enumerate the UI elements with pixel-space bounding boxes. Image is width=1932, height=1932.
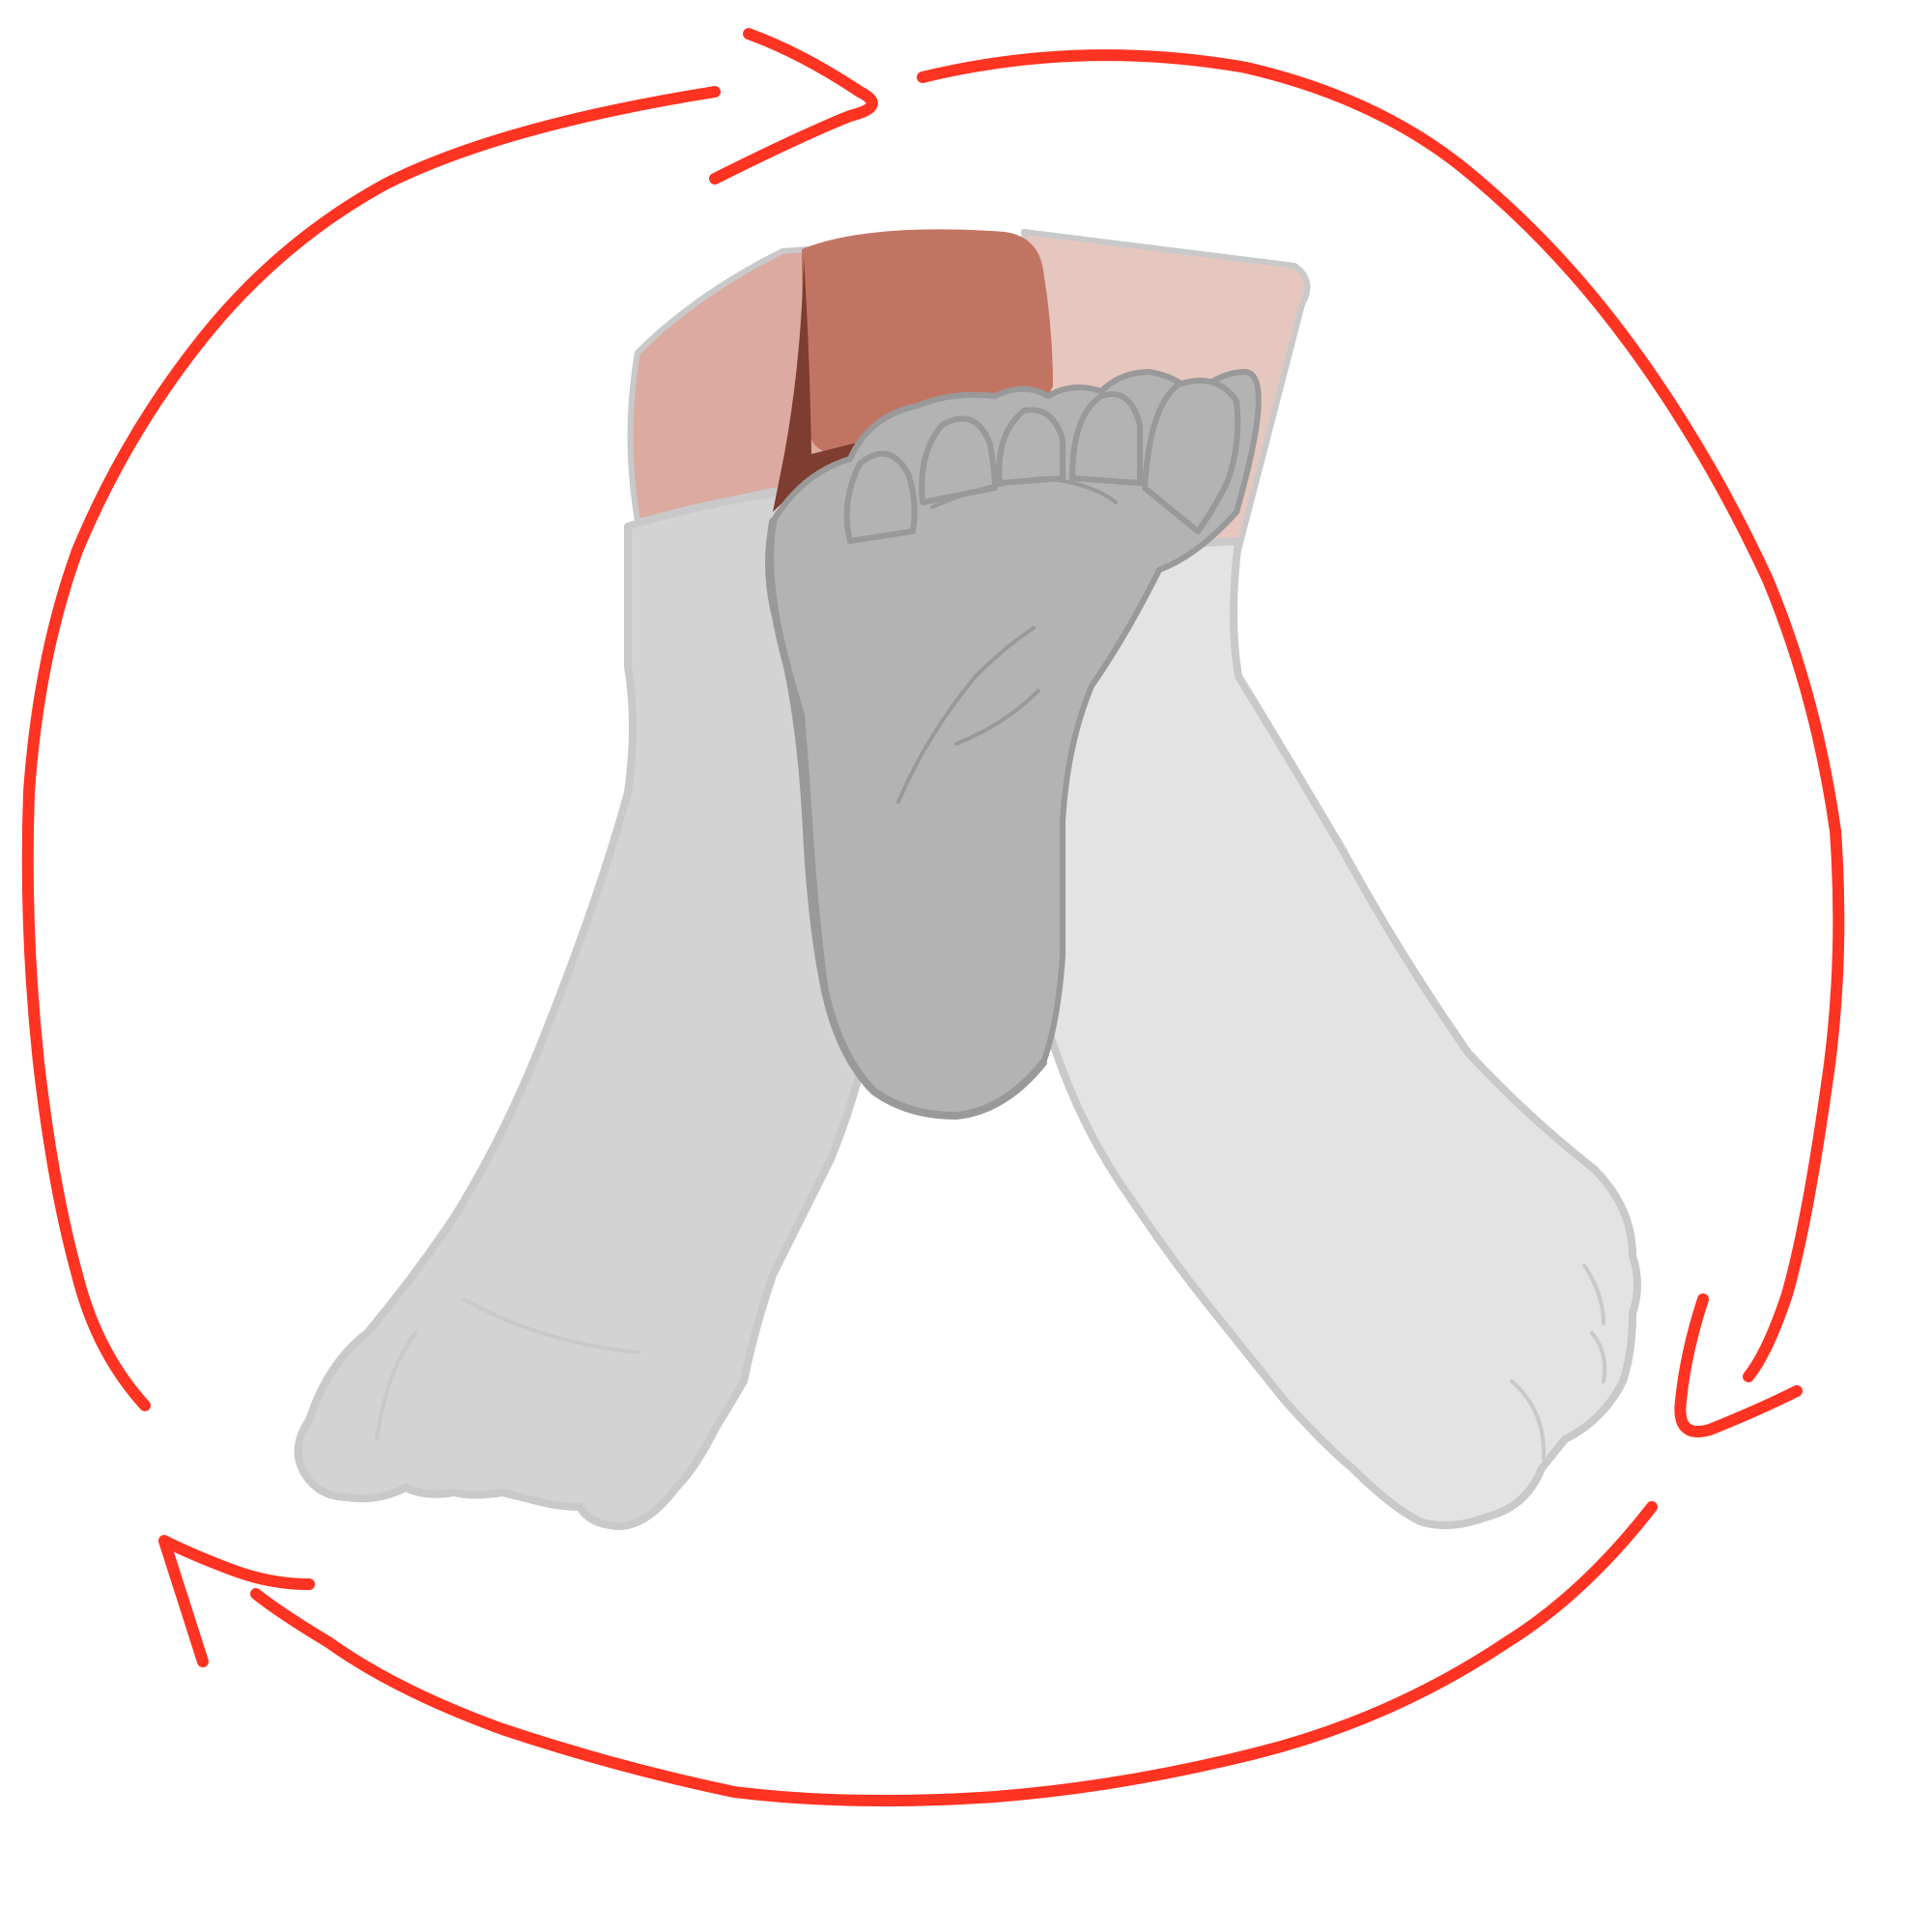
right-foot-toe-line-2 <box>1582 1264 1605 1325</box>
sole-foot-body <box>765 369 1262 1119</box>
arrowhead-bottom <box>158 1535 315 1667</box>
arrow-bottom <box>250 1501 1658 1806</box>
cycle-arrows <box>21 28 1845 1806</box>
sole-foot <box>765 369 1262 1120</box>
sole-line-2 <box>954 689 1040 746</box>
left-foot-toe-line-1 <box>375 1331 417 1441</box>
raised-leg-shadow <box>773 256 927 512</box>
sole-line-1 <box>896 626 1036 804</box>
arrow-top-right <box>917 49 1845 1382</box>
sole-toe-5 <box>1142 378 1241 534</box>
arrowhead-right <box>1674 1293 1803 1437</box>
sole-outline <box>766 518 1047 1120</box>
right-foot-toe-line-3 <box>1590 1331 1607 1383</box>
right-foot <box>1020 537 1641 1529</box>
sole-toe-1 <box>843 450 918 544</box>
left-foot-crease <box>462 1297 639 1354</box>
right-foot-toe-line-1 <box>1510 1379 1547 1461</box>
sole-toe-2 <box>919 415 998 505</box>
sole-line-3 <box>930 476 1118 509</box>
sole-toe-3 <box>996 407 1065 486</box>
sole-toe-4 <box>1069 391 1143 486</box>
arrowhead-top <box>709 28 878 185</box>
arrow-top-left <box>21 86 721 1411</box>
